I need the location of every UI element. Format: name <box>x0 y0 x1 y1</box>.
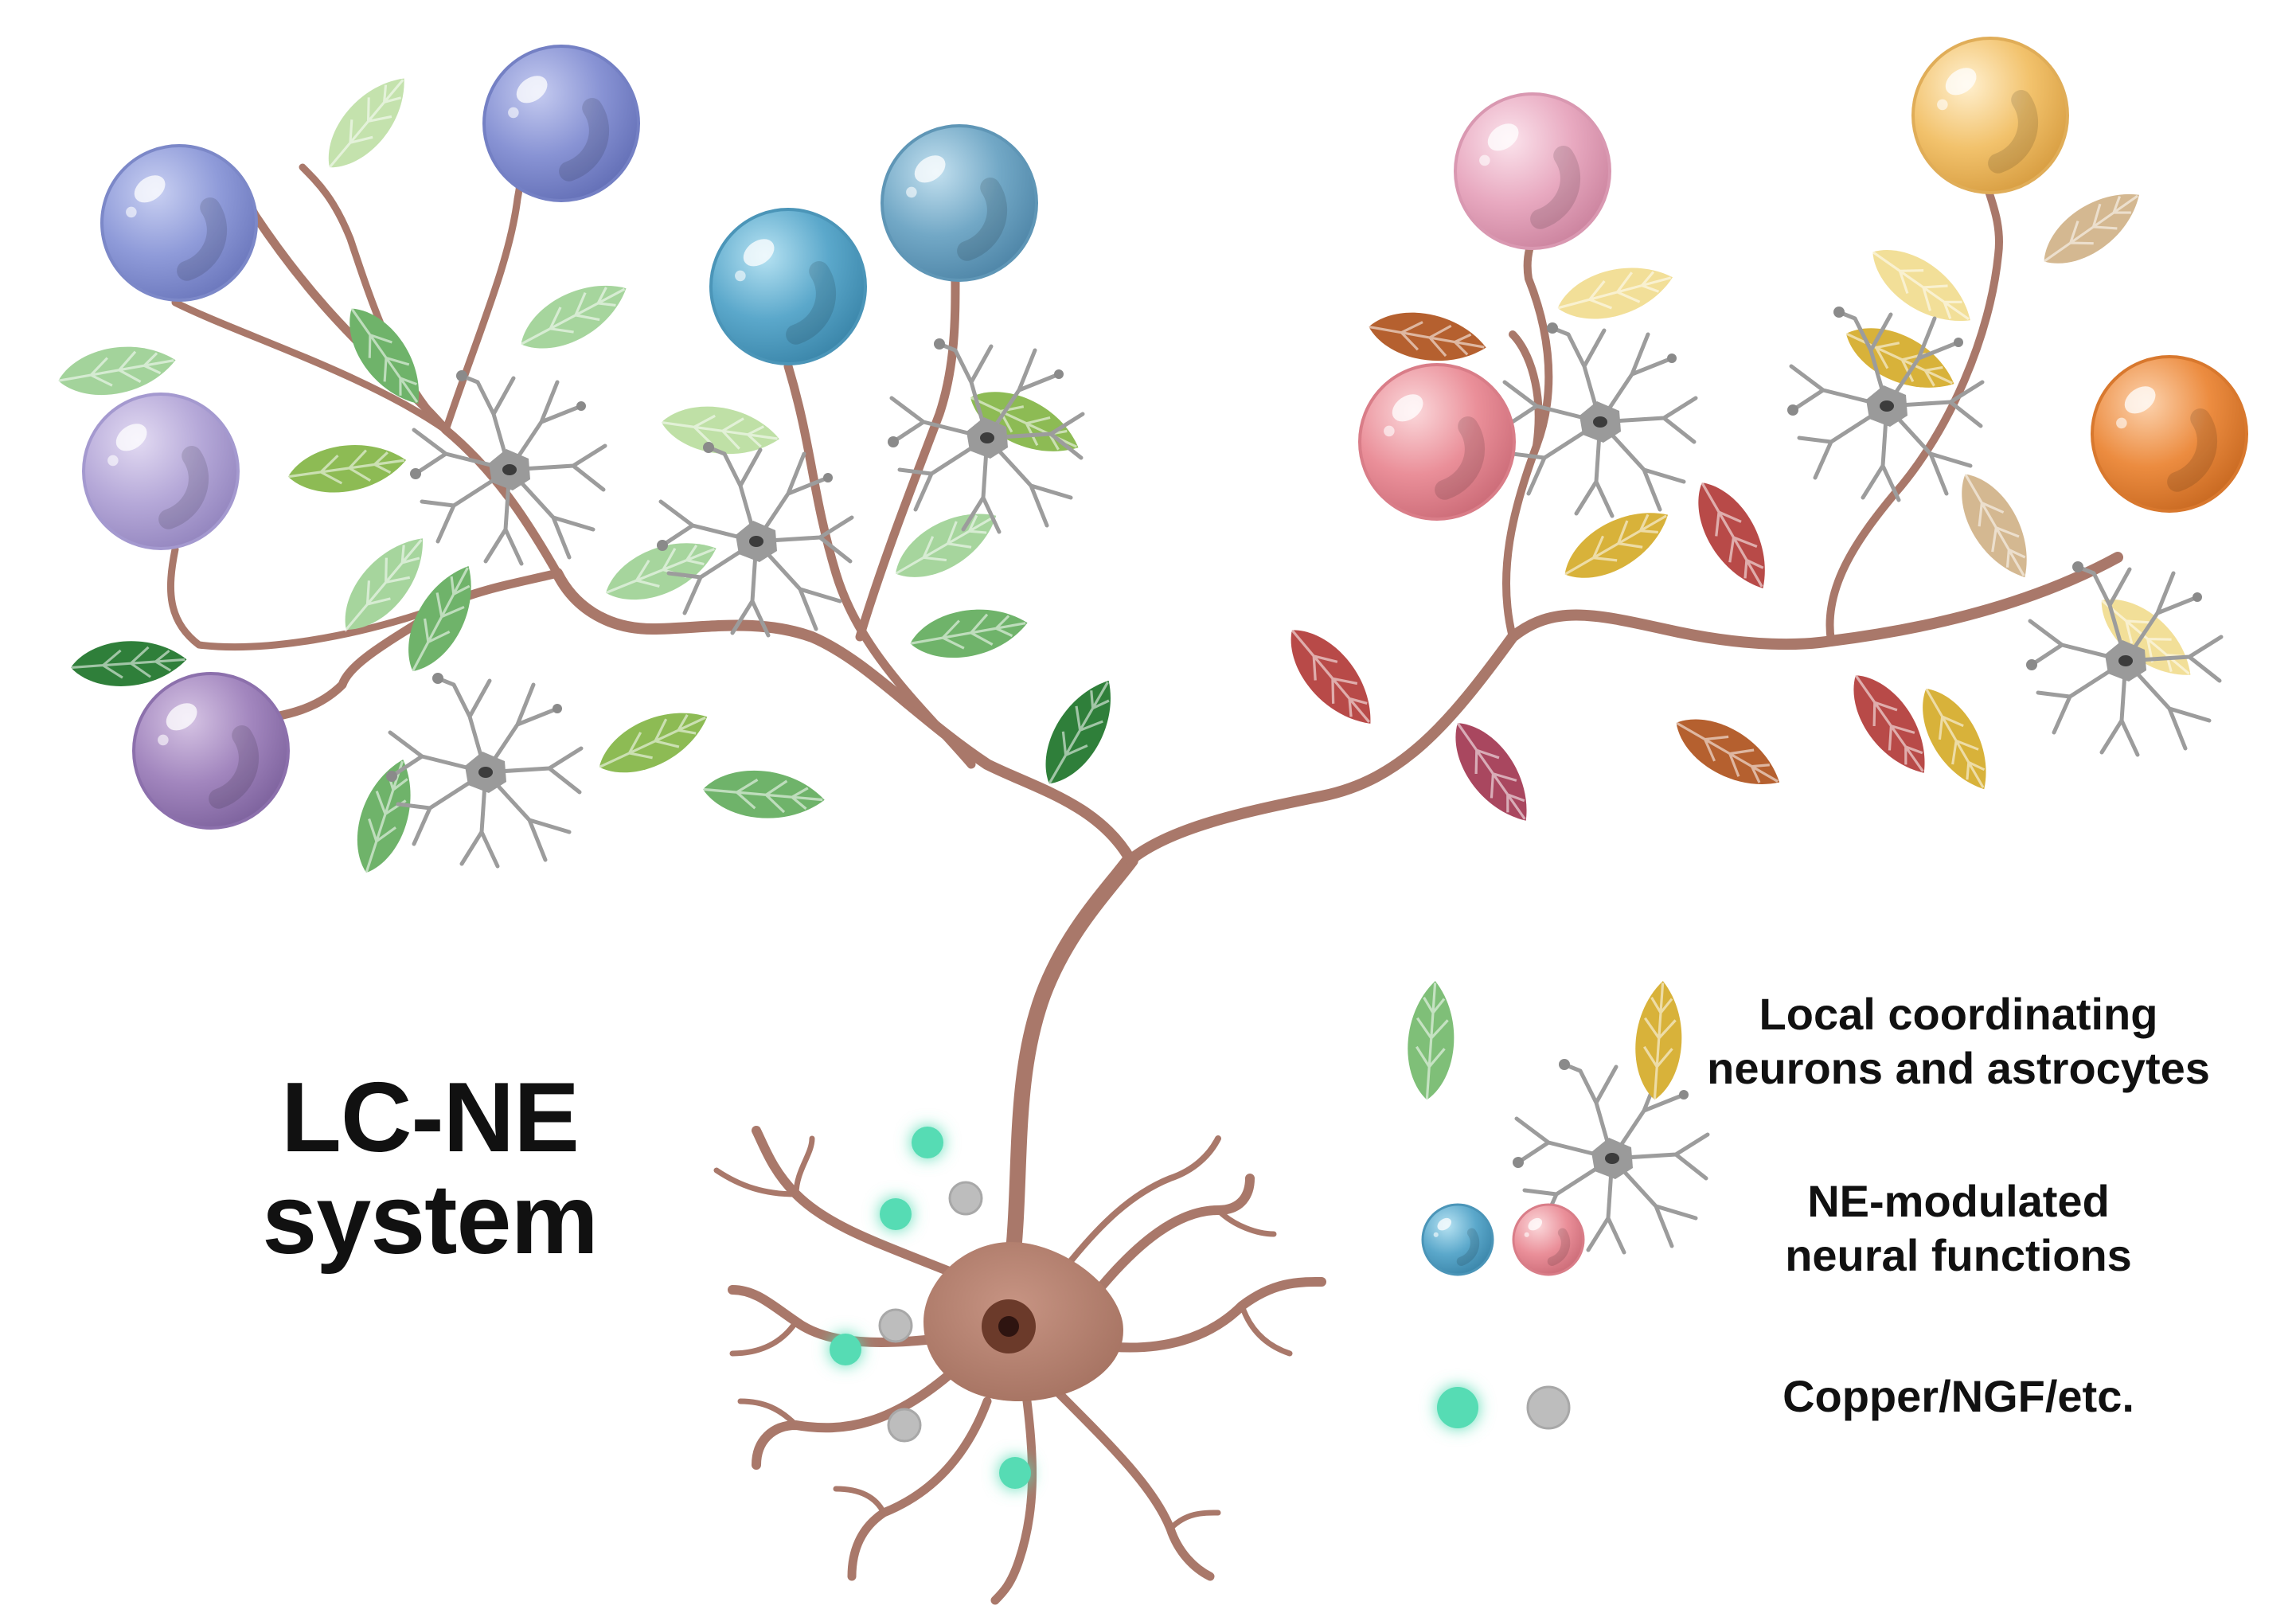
yellow-leaf-icon <box>1630 978 1688 1105</box>
legend-label-astrocytes: Local coordinating neurons and astrocyte… <box>1707 989 2210 1093</box>
title-line-2: system <box>262 1165 598 1275</box>
gray-dot-icon <box>1526 1385 1571 1430</box>
legend-row-particles <box>1437 1385 1571 1430</box>
diagram-title: LC-NE system <box>191 1067 669 1271</box>
function-spheres <box>82 37 2248 830</box>
legend-label-particles: Copper/NGF/etc. <box>1783 1371 2134 1421</box>
title-line-1: LC-NE <box>281 1063 580 1173</box>
legend-icons <box>1402 978 1708 1430</box>
copper-ngf-particles <box>830 1127 1031 1489</box>
locus-coeruleus-neuron <box>713 1126 1326 1605</box>
legend-row-spheres <box>1421 1203 1585 1276</box>
legend-label-functions: NE-modulated neural functions <box>1785 1176 2132 1280</box>
green-leaf-icon <box>1402 978 1460 1105</box>
teal-dot-icon <box>1437 1387 1478 1428</box>
